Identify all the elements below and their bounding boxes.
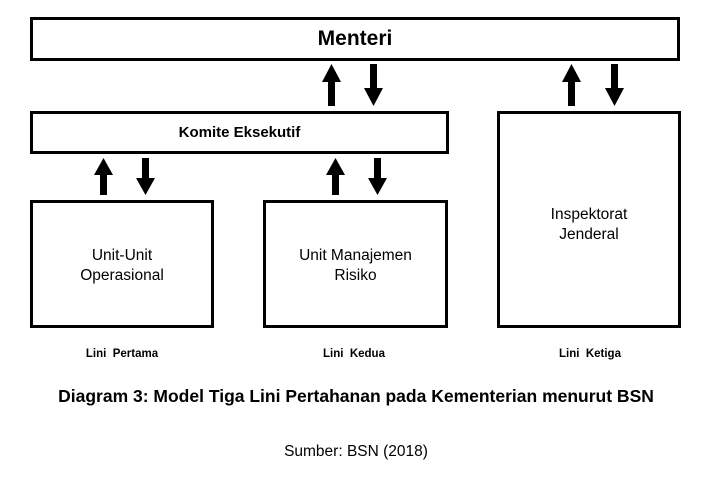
unit-operasional-label: Unit-Unit Operasional	[80, 247, 164, 284]
diagram-source: Sumber: BSN (2018)	[284, 443, 428, 460]
arrow-down-komite-to-unit-risiko	[368, 158, 387, 195]
arrow-up-unit-risiko-to-komite	[326, 158, 345, 195]
komite-eksekutif-label: Komite Eksekutif	[178, 124, 301, 141]
menteri-box: Menteri	[30, 17, 680, 61]
arrow-down-menteri-to-inspektorat	[605, 64, 624, 106]
unit-manajemen-risiko-box: Unit Manajemen Risiko	[263, 200, 448, 328]
lini-ketiga-label: Lini Ketiga	[559, 348, 621, 360]
diagram-caption: Diagram 3: Model Tiga Lini Pertahanan pa…	[58, 386, 654, 406]
lini-kedua-label: Lini Kedua	[323, 348, 385, 360]
inspektorat-jenderal-box: Inspektorat Jenderal	[497, 111, 681, 328]
inspektorat-jenderal-label: Inspektorat Jenderal	[550, 206, 628, 243]
unit-operasional-box: Unit-Unit Operasional	[30, 200, 214, 328]
arrow-up-inspektorat-to-menteri	[562, 64, 581, 106]
menteri-label: Menteri	[317, 27, 393, 50]
arrow-down-menteri-to-komite	[364, 64, 383, 106]
arrow-up-unit-operasional-to-komite	[94, 158, 113, 195]
unit-manajemen-risiko-label: Unit Manajemen Risiko	[299, 247, 412, 284]
arrow-down-komite-to-unit-operasional	[136, 158, 155, 195]
komite-eksekutif-box: Komite Eksekutif	[30, 111, 449, 154]
lini-pertama-label: Lini Pertama	[85, 348, 159, 360]
arrow-up-komite-to-menteri	[322, 64, 341, 106]
